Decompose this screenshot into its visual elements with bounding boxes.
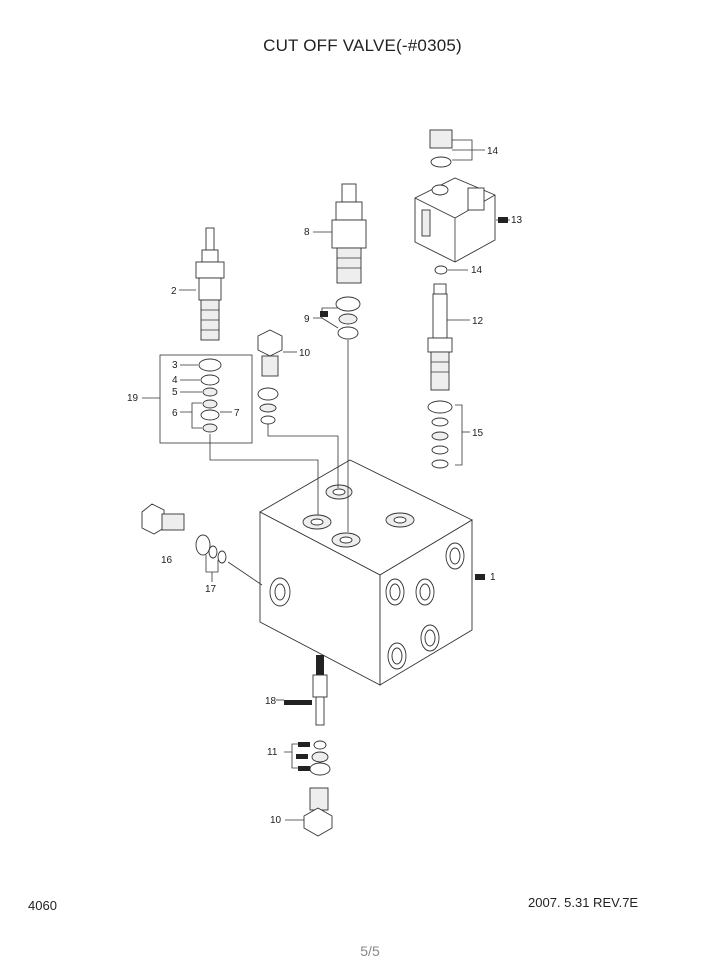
callout-17: 17 [205,584,217,595]
callout-labels: 1 2 3 4 5 6 7 8 9 10 10 11 12 13 14 14 1… [127,146,523,826]
callout-9: 9 [304,314,310,325]
nut-14 [429,129,453,275]
callout-14-upper: 14 [487,146,499,157]
page-code: 4060 [28,898,57,913]
plug-10-lower [303,787,333,837]
callout-1: 1 [490,572,496,583]
callout-8: 8 [304,227,310,238]
callout-19: 19 [127,393,139,404]
callout-2: 2 [171,286,177,297]
revision-date: 2007. 5.31 REV.7E [528,895,639,910]
callout-14-lower: 14 [471,265,483,276]
leader-lines [142,139,510,821]
callout-7: 7 [234,408,240,419]
valve-block [259,459,473,686]
seal-kit-10-upper [257,387,339,488]
callout-10-upper: 10 [299,348,311,359]
solenoid-coil-13 [414,177,496,263]
page-title: CUT OFF VALVE(-#0305) [263,36,462,55]
pin-18 [284,655,328,726]
callout-16: 16 [161,555,173,566]
plug-16 [141,503,263,586]
plug-10-upper [257,329,283,377]
callout-13: 13 [511,215,523,226]
callout-5: 5 [172,387,178,398]
cartridge-valve-2 [195,227,225,341]
seal-kit-11 [296,740,331,776]
callout-15: 15 [472,428,484,439]
callout-6: 6 [172,408,178,419]
callout-11: 11 [267,747,278,758]
seal-kit-9 [335,296,361,532]
page-number: 5/5 [360,943,380,959]
seal-kit-19 [159,354,319,515]
seal-kit-15 [427,400,453,469]
callout-18: 18 [265,696,277,707]
callout-10-lower: 10 [270,815,282,826]
callout-4: 4 [172,375,178,386]
callout-3: 3 [172,360,178,371]
solenoid-tube-12 [427,283,453,391]
cartridge-valve-8 [331,183,367,284]
callout-12: 12 [472,316,484,327]
